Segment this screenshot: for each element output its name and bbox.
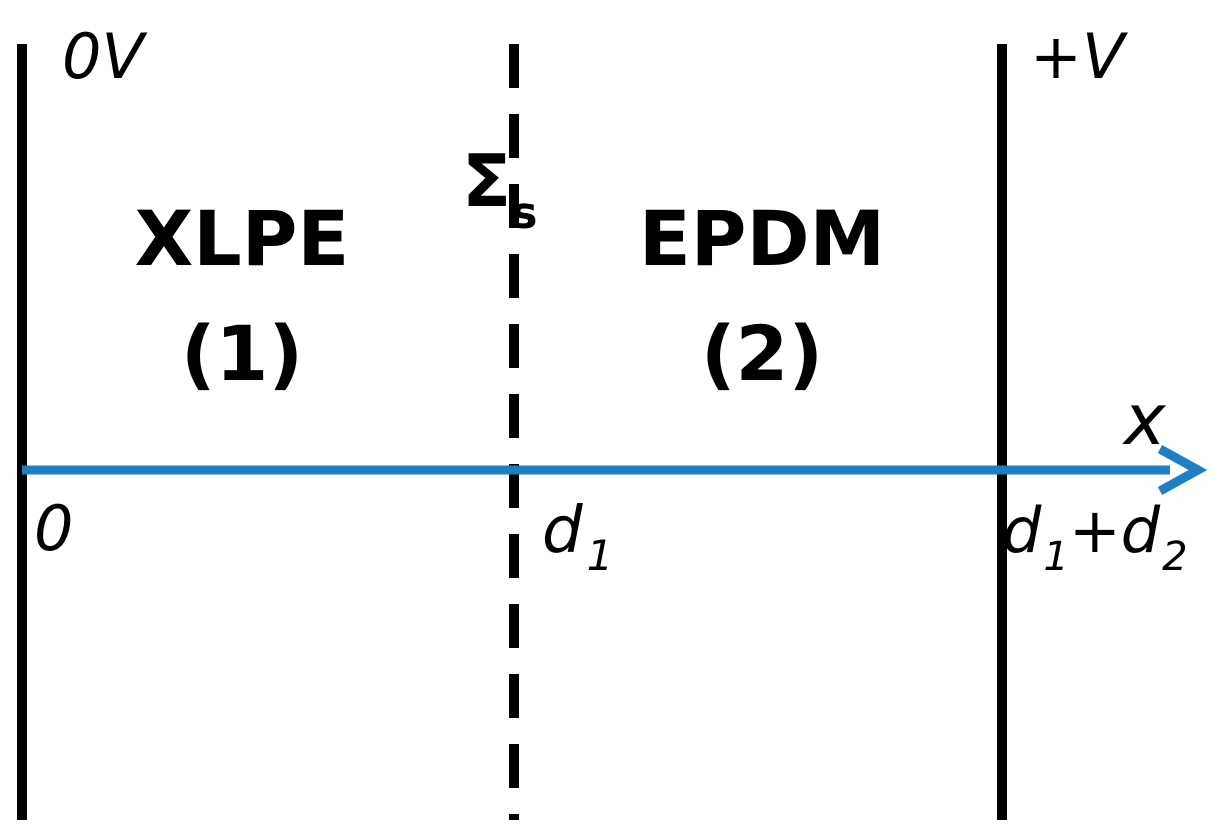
- d1-base: d: [542, 494, 583, 568]
- d1d2-sub2: 2: [1162, 534, 1187, 580]
- d1d2-sub1: 1: [1043, 534, 1068, 580]
- right-potential-label: +V: [1030, 20, 1129, 93]
- region-1-material: XLPE: [135, 194, 350, 283]
- region-1-index: (1): [181, 309, 303, 398]
- interface-label: Σs: [462, 139, 537, 239]
- interface-symbol: Σ: [462, 139, 511, 223]
- d1-label: d1: [542, 494, 613, 580]
- d1d2-plus: +: [1069, 494, 1121, 567]
- left-potential-label: 0V: [62, 20, 148, 93]
- d1-plus-d2-label: d1+d2: [1002, 494, 1188, 580]
- d1d2-base2: d: [1121, 494, 1161, 567]
- interface-subscript: s: [511, 188, 537, 239]
- x-axis-label: x: [1122, 379, 1166, 461]
- d1d2-base1: d: [1002, 494, 1042, 567]
- x-axis-arrowhead: [1157, 445, 1208, 495]
- region-2-material: EPDM: [639, 194, 885, 283]
- origin-label: 0: [34, 492, 73, 565]
- region-2-index: (2): [701, 309, 823, 398]
- d1-sub: 1: [587, 531, 614, 580]
